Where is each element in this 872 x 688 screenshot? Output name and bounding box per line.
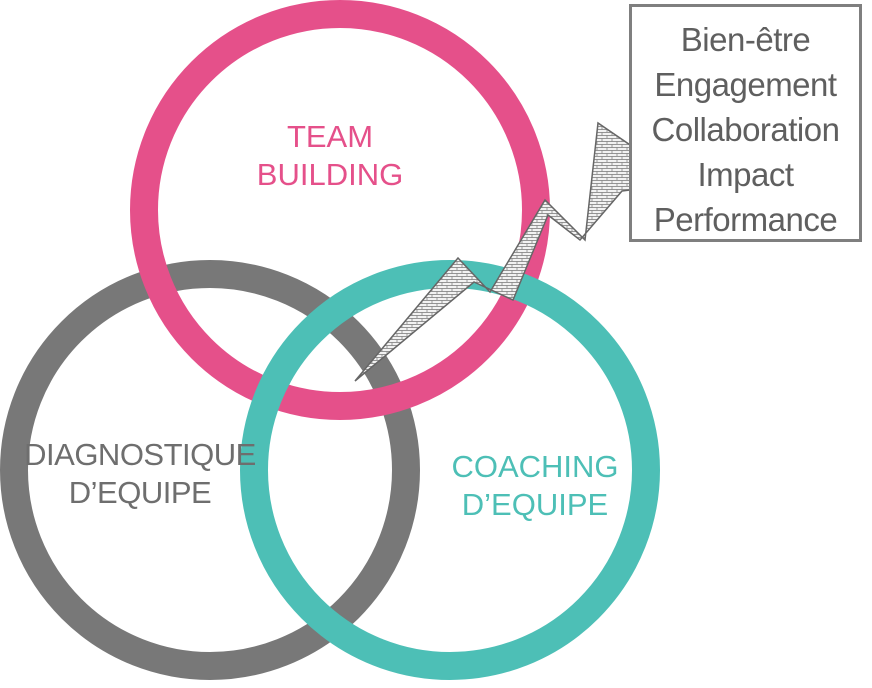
outcomes-box: Bien-être Engagement Collaboration Impac…: [629, 4, 862, 242]
coaching-label-line2: D’EQUIPE: [461, 487, 609, 522]
team-building-label-line2: BUILDING: [256, 157, 404, 192]
outcome-item: Performance: [653, 201, 838, 238]
diagnostic-label-line2: D’EQUIPE: [68, 475, 212, 510]
team-building-label: TEAM BUILDING: [230, 118, 430, 194]
diagnostic-label: DIAGNOSTIQUE D’EQUIPE: [5, 436, 275, 512]
diagnostic-circle: [0, 260, 420, 680]
team-building-label-line1: TEAM: [286, 119, 374, 154]
coaching-label: COACHING D’EQUIPE: [430, 448, 640, 524]
outcome-item: Engagement: [654, 66, 837, 103]
coaching-label-line1: COACHING: [451, 449, 619, 484]
team-building-circle: [130, 0, 550, 420]
outcome-item: Collaboration: [651, 111, 840, 148]
outcome-item: Bien-être: [680, 21, 811, 58]
diagnostic-label-line1: DIAGNOSTIQUE: [24, 437, 256, 472]
outcome-item: Impact: [697, 156, 794, 193]
